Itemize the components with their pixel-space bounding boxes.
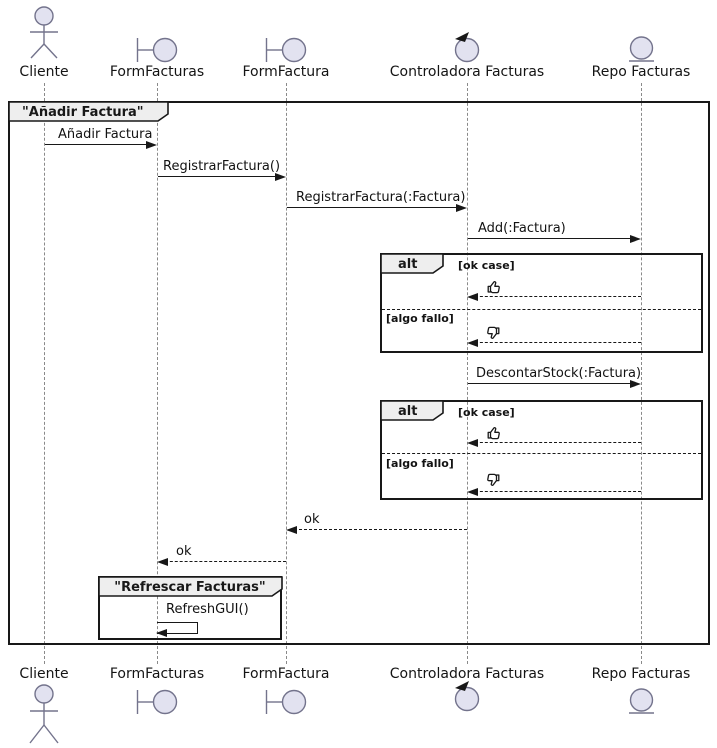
arrowhead xyxy=(286,526,297,534)
alt-tab xyxy=(380,400,444,421)
arrowhead xyxy=(630,380,641,388)
return-arrow-ok-formfactura xyxy=(289,529,467,530)
arrowhead xyxy=(467,293,478,301)
boundary-icon xyxy=(136,689,178,715)
participant-label-cliente-bottom: Cliente xyxy=(19,666,69,682)
message-ok-1: ok xyxy=(304,512,320,527)
arrow-descontar-stock xyxy=(468,383,631,384)
control-icon xyxy=(454,681,480,712)
arrow-registrar-factura xyxy=(158,176,276,177)
message-registrar-factura: RegistrarFactura() xyxy=(163,159,281,174)
return-arrow-ok-formfacturas xyxy=(160,561,286,562)
alt-operator: alt xyxy=(398,257,418,272)
arrow-add-factura xyxy=(468,238,631,239)
participant-label-controladora: Controladora Facturas xyxy=(389,64,545,80)
entity-icon xyxy=(629,36,654,62)
alt2-guard-ok: [ok case] xyxy=(458,406,515,419)
control-icon xyxy=(454,32,480,63)
arrowhead xyxy=(456,204,467,212)
participant-label-controladora-bottom: Controladora Facturas xyxy=(389,666,545,682)
alt2-guard-fail: [algo fallo] xyxy=(386,457,454,470)
alt-divider xyxy=(382,453,701,454)
frame-tab xyxy=(8,101,169,122)
return-arrow-fail-1 xyxy=(470,342,641,343)
arrowhead xyxy=(146,141,157,149)
message-registrar-factura-param: RegistrarFactura(:Factura) xyxy=(296,190,466,205)
arrowhead xyxy=(467,439,478,447)
arrowhead xyxy=(630,235,641,243)
participant-label-formfactura-bottom: FormFactura xyxy=(242,666,330,682)
lifeline-cliente xyxy=(44,83,45,664)
message-ok-2: ok xyxy=(176,544,192,559)
alt-operator: alt xyxy=(398,404,418,419)
alt-tab xyxy=(380,253,444,274)
frame-anadir-factura: "Añadir Factura" xyxy=(8,101,710,645)
frame-refrescar-facturas: "Refrescar Facturas" xyxy=(98,576,283,640)
lifeline-formfacturas xyxy=(157,83,158,664)
entity-icon xyxy=(629,688,654,714)
participant-label-formfacturas-bottom: FormFacturas xyxy=(109,666,205,682)
return-arrow-ok-2 xyxy=(470,442,641,443)
actor-icon xyxy=(29,684,59,744)
arrowhead xyxy=(467,339,478,347)
participant-label-formfactura: FormFactura xyxy=(242,64,330,80)
arrow-registrar-factura-param xyxy=(287,207,457,208)
thumbs-down-icon xyxy=(487,473,500,486)
lifeline-repo xyxy=(641,83,642,664)
participant-label-repo-bottom: Repo Facturas xyxy=(591,666,691,682)
arrowhead xyxy=(275,173,286,181)
return-arrow-ok-1 xyxy=(470,296,641,297)
arrowhead xyxy=(467,488,478,496)
boundary-icon xyxy=(136,37,178,63)
return-arrow-fail-2 xyxy=(470,491,641,492)
actor-icon xyxy=(30,6,58,59)
message-refresh-gui: RefreshGUI() xyxy=(166,602,249,617)
thumbs-up-icon xyxy=(487,427,500,440)
boundary-icon xyxy=(265,689,307,715)
boundary-icon xyxy=(265,37,307,63)
frame-tab xyxy=(98,576,283,597)
thumbs-up-icon xyxy=(487,281,500,294)
message-anadir-factura: Añadir Factura xyxy=(58,127,153,142)
message-descontar-stock: DescontarStock(:Factura) xyxy=(476,366,642,381)
lifeline-controladora xyxy=(467,83,468,664)
participant-label-cliente: Cliente xyxy=(19,64,69,80)
lifeline-formfactura xyxy=(286,83,287,664)
inner-frame-title: "Refrescar Facturas" xyxy=(114,580,266,595)
message-add-factura: Add(:Factura) xyxy=(478,221,566,236)
alt-divider xyxy=(382,309,701,310)
arrowhead xyxy=(157,558,168,566)
participant-label-formfacturas: FormFacturas xyxy=(109,64,205,80)
alt1-guard-ok: [ok case] xyxy=(458,259,515,272)
arrow-anadir-factura xyxy=(45,144,147,145)
alt1-guard-fail: [algo fallo] xyxy=(386,312,454,325)
participant-label-repo: Repo Facturas xyxy=(591,64,691,80)
self-message-refresh-gui xyxy=(157,622,198,634)
thumbs-down-icon xyxy=(487,326,500,339)
arrowhead xyxy=(156,629,167,637)
alt-fragment-2: alt [ok case] [algo fallo] xyxy=(380,400,703,500)
frame-title: "Añadir Factura" xyxy=(22,105,144,120)
alt-fragment-1: alt [ok case] [algo fallo] xyxy=(380,253,703,353)
